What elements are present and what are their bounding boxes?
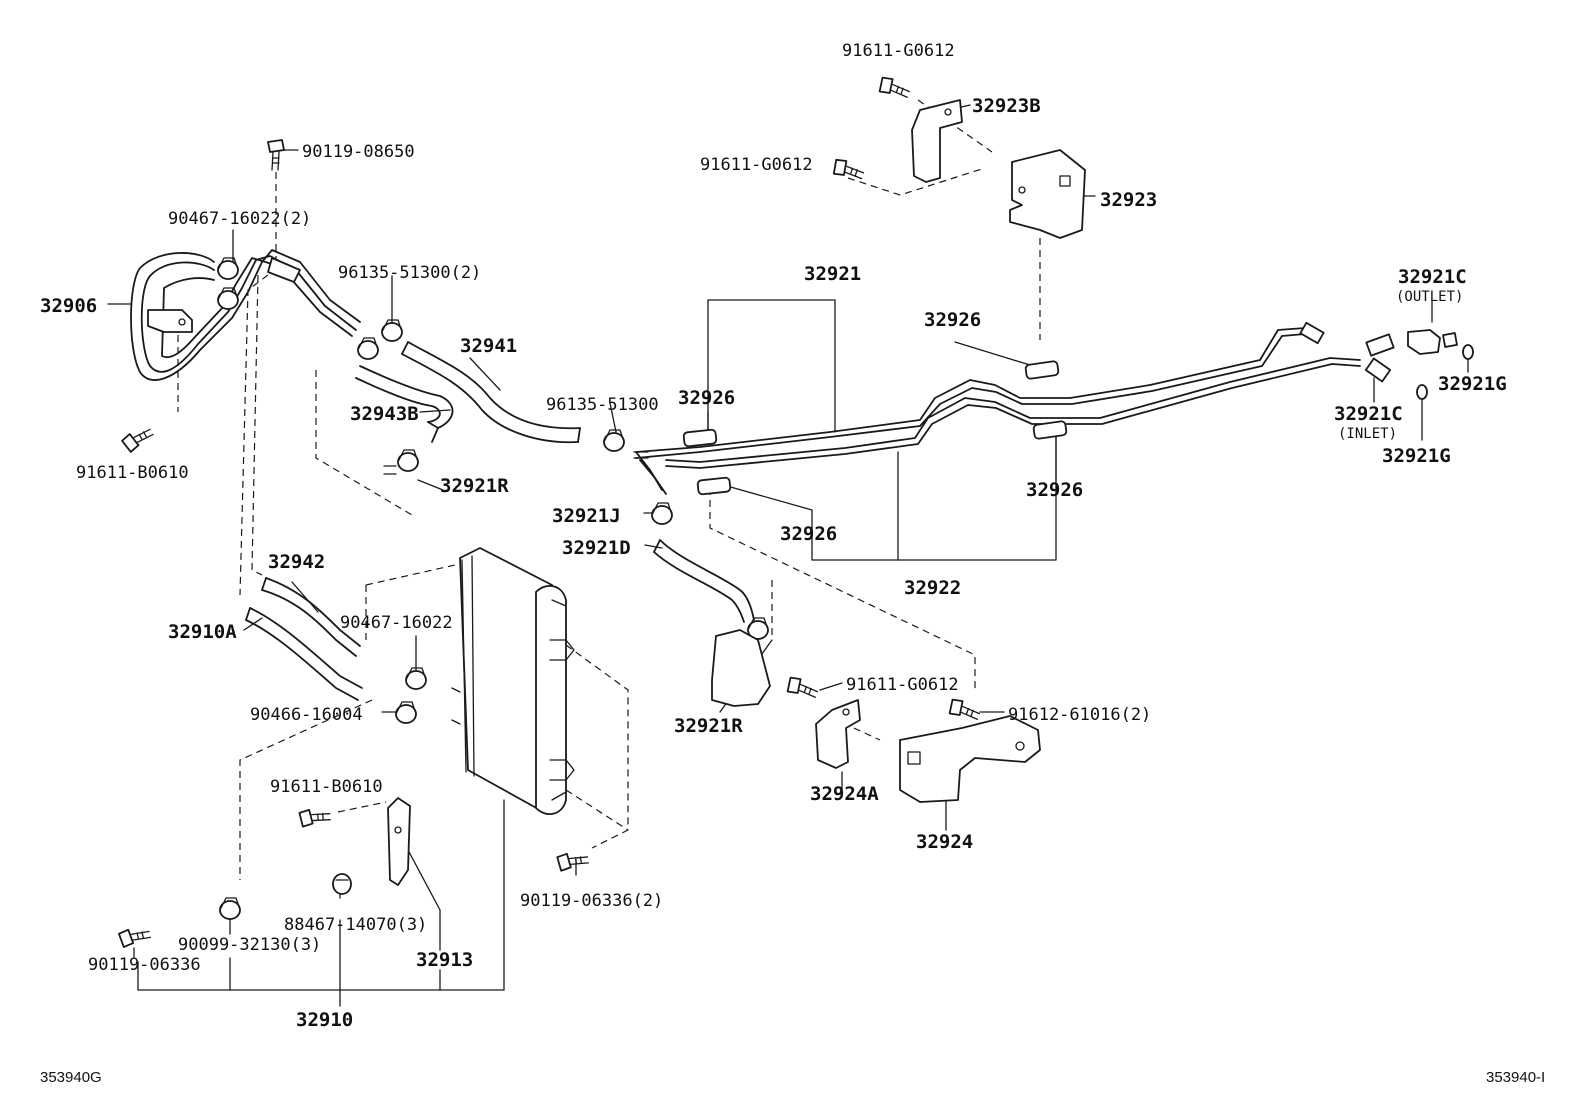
bolt-icon [556, 852, 589, 872]
grommet-icon [332, 873, 352, 895]
label-32921j: 32921J [552, 505, 621, 527]
label-90466-16004: 90466-16004 [250, 705, 363, 725]
label-32921g-b: 32921G [1382, 445, 1451, 467]
label-32941: 32941 [460, 335, 517, 357]
label-90119-08650: 90119-08650 [302, 142, 415, 162]
label-32921g-a: 32921G [1438, 373, 1507, 395]
hose-pieces-32926 [682, 360, 1068, 496]
label-91612-61016-2: 91612-61016(2) [1008, 705, 1151, 725]
label-32921d: 32921D [562, 537, 631, 559]
bolt-icon [118, 928, 152, 948]
label-90119-06336: 90119-06336 [88, 955, 201, 975]
label-90119-06336-2: 90119-06336(2) [520, 891, 663, 911]
label-91611-g0612-low: 91611-G0612 [846, 675, 959, 695]
label-96135-51300-2: 96135-51300(2) [338, 263, 481, 283]
bracket-32923 [1009, 149, 1086, 239]
label-32921: 32921 [804, 263, 861, 285]
bracket-32913 [387, 797, 411, 886]
bolt-icon [832, 158, 865, 180]
label-32922: 32922 [904, 577, 961, 599]
label-32906: 32906 [40, 295, 97, 317]
label-32926-a: 32926 [924, 309, 981, 331]
bolt-icon [878, 76, 911, 98]
fittings-32921c [1299, 321, 1474, 400]
label-32924a: 32924A [810, 783, 879, 805]
bolt-icon [121, 428, 154, 453]
part-labels: 91611-G0612 32923B 91611-G0612 32923 901… [40, 41, 1545, 1086]
label-91611-g0612-top: 91611-G0612 [842, 41, 955, 61]
label-90467-16022: 90467-16022 [340, 613, 453, 633]
label-32921c-outlet: 32921C [1398, 266, 1467, 288]
label-32924: 32924 [916, 831, 973, 853]
label-32921r-bottom: 32921R [674, 715, 743, 737]
clamps [217, 257, 769, 920]
bracket-32923b [911, 99, 963, 183]
tube-32906 [130, 249, 361, 381]
label-32943b: 32943B [350, 403, 419, 425]
label-32913: 32913 [416, 949, 473, 971]
label-32910: 32910 [296, 1009, 353, 1031]
diagram-code-right: 353940-I [1486, 1069, 1545, 1086]
label-91611-g0612-mid: 91611-G0612 [700, 155, 813, 175]
label-32926-d: 32926 [1026, 479, 1083, 501]
bolt-icon [298, 808, 331, 828]
label-32926-b: 32926 [678, 387, 735, 409]
label-32910a: 32910A [168, 621, 237, 643]
label-32921r-top: 32921R [440, 475, 509, 497]
label-88467-14070-3: 88467-14070(3) [284, 915, 427, 935]
label-91611-b0610-top: 91611-B0610 [76, 463, 189, 483]
bolts [118, 76, 981, 948]
label-32921c-inlet: 32921C [1334, 403, 1403, 425]
label-32926-c: 32926 [780, 523, 837, 545]
oil-cooler-core [451, 547, 575, 815]
bracket-32924 [899, 715, 1041, 803]
reservoir-tank [711, 629, 771, 707]
bolt-icon [267, 139, 285, 171]
label-32923b: 32923B [972, 95, 1041, 117]
diagram-code-left: 353940G [40, 1069, 102, 1086]
hoses [245, 341, 755, 701]
label-32923: 32923 [1100, 189, 1157, 211]
label-90099-32130-3: 90099-32130(3) [178, 935, 321, 955]
bolt-icon [786, 676, 819, 698]
label-96135-51300: 96135-51300 [546, 395, 659, 415]
cooler-line-tubes [635, 327, 1361, 495]
bracket-32924a [815, 699, 861, 769]
bolt-icon [948, 698, 981, 720]
label-90467-16022-2: 90467-16022(2) [168, 209, 311, 229]
label-outlet: (OUTLET) [1396, 289, 1463, 305]
label-inlet: (INLET) [1338, 426, 1397, 442]
label-32942: 32942 [268, 551, 325, 573]
label-91611-b0610-low: 91611-B0610 [270, 777, 383, 797]
